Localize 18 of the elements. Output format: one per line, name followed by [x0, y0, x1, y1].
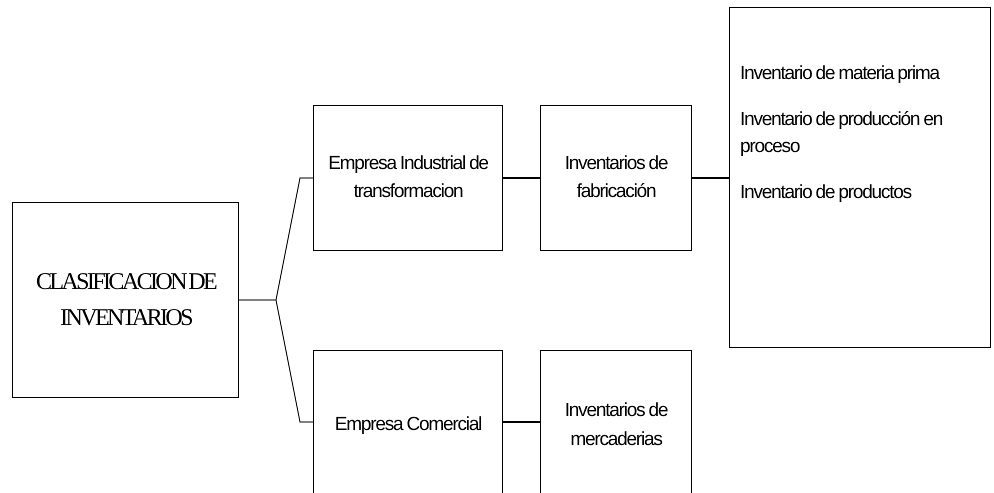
process-box	[540, 350, 692, 493]
node-text: Inventario de producción en proceso	[740, 108, 944, 160]
connector-line	[692, 177, 729, 179]
process-box	[313, 105, 503, 251]
list-box	[729, 7, 991, 348]
node-text: Empresa Comercial	[334, 413, 482, 438]
node-text: Empresa Industrial de transformacion	[327, 152, 489, 204]
node-text: Inventarios de mercaderias	[564, 399, 668, 452]
connector-line	[503, 421, 540, 423]
category-box	[12, 202, 239, 398]
node-text: Inventario de productos	[740, 180, 911, 205]
connector-line	[238, 300, 314, 422]
node-text: Inventarios de fabricación	[564, 152, 668, 204]
process-box	[313, 350, 503, 493]
node-text: CLASIFICACION DE INVENTARIOS	[34, 268, 217, 333]
process-box	[540, 105, 692, 251]
node-text: Inventario de materia prima	[740, 62, 939, 86]
connector-line	[503, 177, 540, 179]
